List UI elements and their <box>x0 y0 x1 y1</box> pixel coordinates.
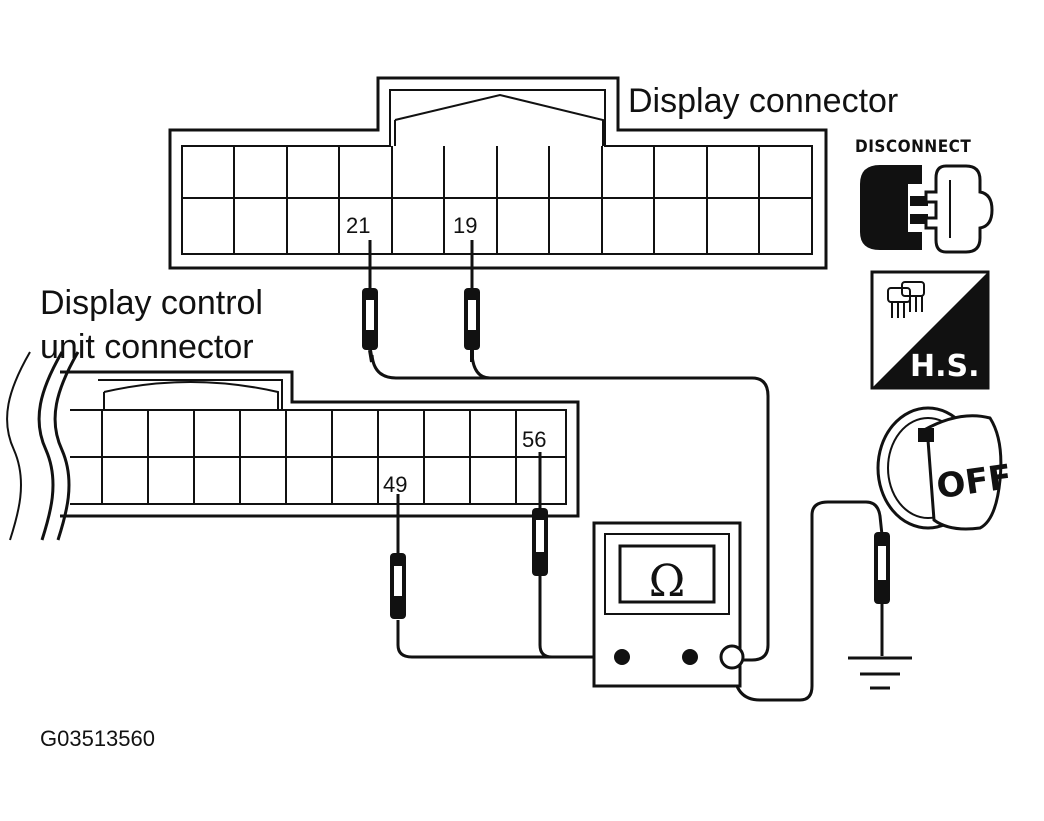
dcu-connector-label-line2: unit connector <box>40 328 254 366</box>
dcu-pin-56-label: 56 <box>522 427 546 452</box>
pin-21-cell-bg <box>343 208 383 238</box>
display-pin-21-label: 21 <box>346 213 370 238</box>
disconnect-icon <box>860 164 994 254</box>
wire-junction <box>719 644 745 670</box>
ohmmeter <box>592 521 745 688</box>
dcu-connector-label-line1: Display control <box>40 284 263 322</box>
figure-code: G03513560 <box>40 726 155 751</box>
ignition-off-key-icon <box>876 406 1003 531</box>
harness-sensor-icon <box>870 270 990 390</box>
pin-49-cell-bg <box>381 468 421 498</box>
meter-terminal-left <box>614 649 630 665</box>
dcu-pin-49-label: 49 <box>383 472 407 497</box>
pin-19-cell-bg <box>450 208 490 238</box>
display-connector <box>168 76 828 270</box>
display-connector-label: Display connector <box>628 82 898 120</box>
probe-pin-21 <box>362 240 378 363</box>
hs-label: H.S. <box>910 349 980 384</box>
ground-icon <box>848 656 912 690</box>
disconnect-label: DISCONNECT <box>855 137 971 157</box>
display-control-unit-connector <box>60 370 580 518</box>
probe-pin-56 <box>532 452 548 576</box>
display-pin-19-label: 19 <box>453 213 477 238</box>
meter-terminal-right <box>682 649 698 665</box>
pin-56-cell-bg <box>520 424 560 454</box>
probe-ground <box>874 532 890 656</box>
ohm-symbol: Ω <box>649 556 685 607</box>
probe-pin-49 <box>390 494 406 619</box>
connector-break-line <box>6 351 80 541</box>
probe-pin-19 <box>464 240 480 362</box>
